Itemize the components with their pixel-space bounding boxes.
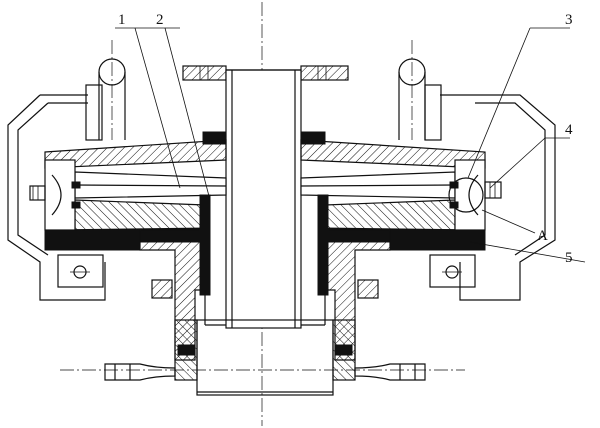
outer-frame-right: [440, 94, 556, 301]
bracket-left: [57, 254, 104, 288]
label-part-2: 2: [156, 12, 164, 28]
handle-right: [354, 363, 426, 381]
leader-lines: [115, 27, 586, 263]
label-part-1: 1: [118, 12, 126, 28]
detail-a-circle: [448, 177, 484, 213]
hub-side-blocks: [151, 279, 379, 299]
eye-bolt-left: [85, 58, 126, 141]
outer-frame-left: [7, 94, 106, 301]
side-cap-left: [29, 159, 81, 231]
side-cap-right: [449, 159, 502, 231]
label-part-4: 4: [565, 122, 573, 138]
label-part-5: 5: [565, 250, 573, 266]
lower-plate: [74, 199, 456, 231]
label-detail-a: A: [537, 228, 548, 244]
upper-plate: [44, 139, 486, 169]
bottom-housing: [174, 319, 356, 396]
handle-left: [104, 363, 176, 381]
central-tube: [225, 69, 302, 329]
eye-bolt-right: [398, 58, 442, 141]
bracket-right: [429, 254, 476, 288]
label-part-3: 3: [565, 12, 573, 28]
